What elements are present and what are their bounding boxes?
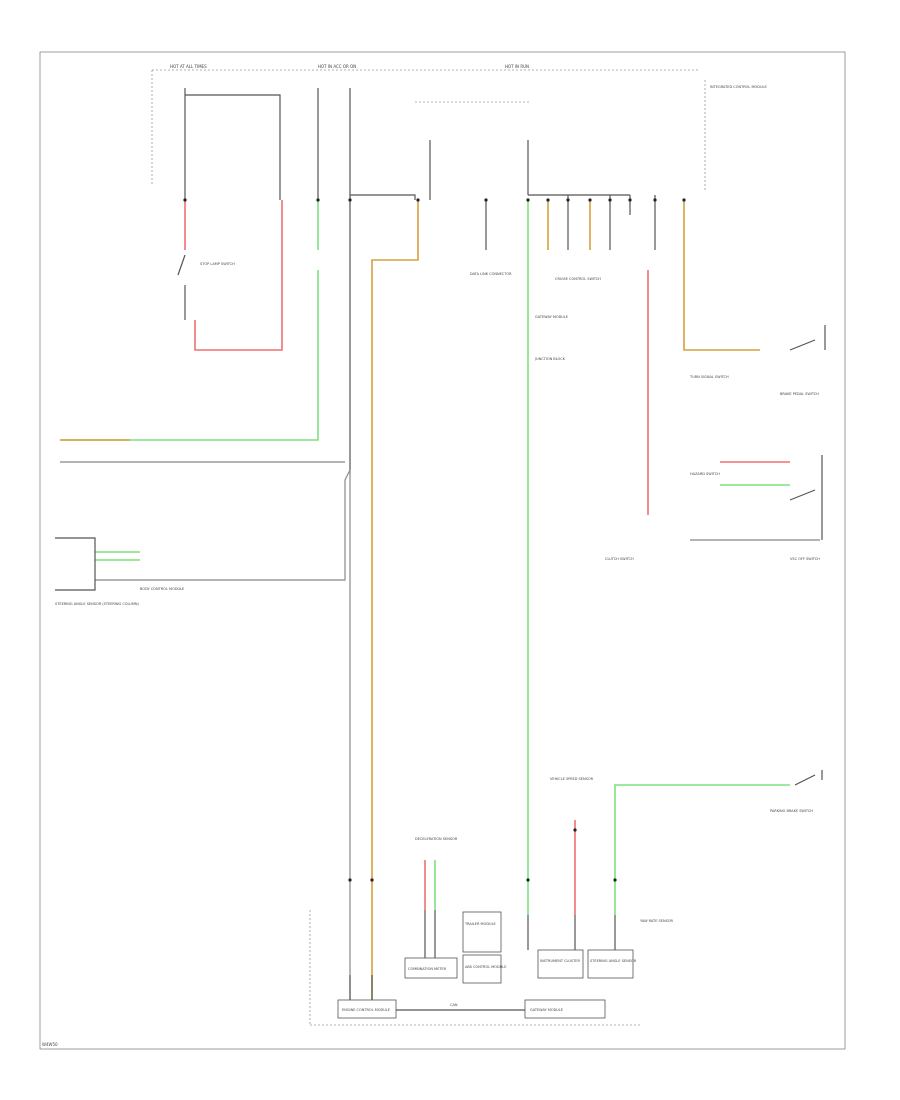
bottom-modules: ENGINE CONTROL MODULE COMBINATION METER … [309,910,640,1026]
left-sensor-box: STEERING ANGLE SENSOR (STEERING COLUMN) [55,537,139,606]
gateway-box [524,999,606,1019]
orange-wires [60,200,760,1000]
svg-text:COMBINATION METER: COMBINATION METER [408,967,447,971]
ecm-box [337,999,397,1019]
svg-text:STEERING ANGLE SENSOR: STEERING ANGLE SENSOR [590,959,637,963]
speed-sensor-label: VEHICLE SPEED SENSOR [550,777,594,781]
turn-label: TURN SIGNAL SWITCH [689,375,729,379]
red-wires [184,200,790,915]
hazard-label: HAZARD SWITCH [690,472,720,476]
svg-text:STOP LAMP SWITCH: STOP LAMP SWITCH [200,262,235,266]
svg-text:VSC OFF SWITCH: VSC OFF SWITCH [790,557,820,561]
page-code: W4W50 [42,1042,58,1047]
fuse-label-2: HOT IN ACC OR ON [318,64,356,69]
jb-label: JUNCTION BLOCK [534,357,566,361]
fuse-block-group: HOT AT ALL TIMES HOT IN ACC OR ON HOT IN… [151,64,767,190]
svg-text:ENGINE CONTROL MODULE: ENGINE CONTROL MODULE [342,1008,390,1012]
clutch-label: CLUTCH SWITCH [605,557,634,561]
meter-box [404,957,458,979]
trailer-box [462,911,502,953]
svg-text:ABS CONTROL MODULE: ABS CONTROL MODULE [465,965,506,969]
yaw-label: YAW RATE SENSOR [640,919,674,923]
cruise-label: CRUISE CONTROL SWITCH [555,277,601,281]
body-ecu-label: BODY CONTROL MODULE [140,587,184,591]
abs-box [462,954,502,984]
fuse-label-3: HOT IN RUN [505,64,529,69]
main-wiring [60,88,820,1000]
svg-text:BRAKE PEDAL SWITCH: BRAKE PEDAL SWITCH [780,392,819,396]
green-wires [60,200,790,915]
gateway-label: GATEWAY MODULE [535,315,568,319]
cluster-box-1 [537,949,584,979]
svg-text:GATEWAY MODULE: GATEWAY MODULE [530,1008,563,1012]
svg-text:INSTRUMENT CLUSTER: INSTRUMENT CLUSTER [540,959,580,963]
svg-text:CAN: CAN [450,1003,458,1007]
cluster-box-2 [587,949,634,979]
relay-box-label: INTEGRATED CONTROL MODULE [710,85,767,89]
stop-lamp-switch: STOP LAMP SWITCH [177,254,235,320]
svg-text:PARKING BRAKE SWITCH: PARKING BRAKE SWITCH [770,809,813,813]
g-sensor-label: DECELERATION SENSOR [415,837,458,841]
connector-dots [183,198,686,882]
fuse-label-1: HOT AT ALL TIMES [170,64,207,69]
svg-text:TRAILER MODULE: TRAILER MODULE [464,922,496,926]
connector-bank [485,194,656,250]
dlc-label: DATA LINK CONNECTOR [470,272,512,276]
svg-text:STEERING ANGLE SENSOR (STEERIN: STEERING ANGLE SENSOR (STEERING COLUMN) [55,602,139,606]
right-switch-2: VSC OFF SWITCH [789,455,823,561]
diagram-frame [39,51,846,1050]
right-switch-1: BRAKE PEDAL SWITCH [780,325,826,396]
right-switch-3: PARKING BRAKE SWITCH [770,770,823,813]
